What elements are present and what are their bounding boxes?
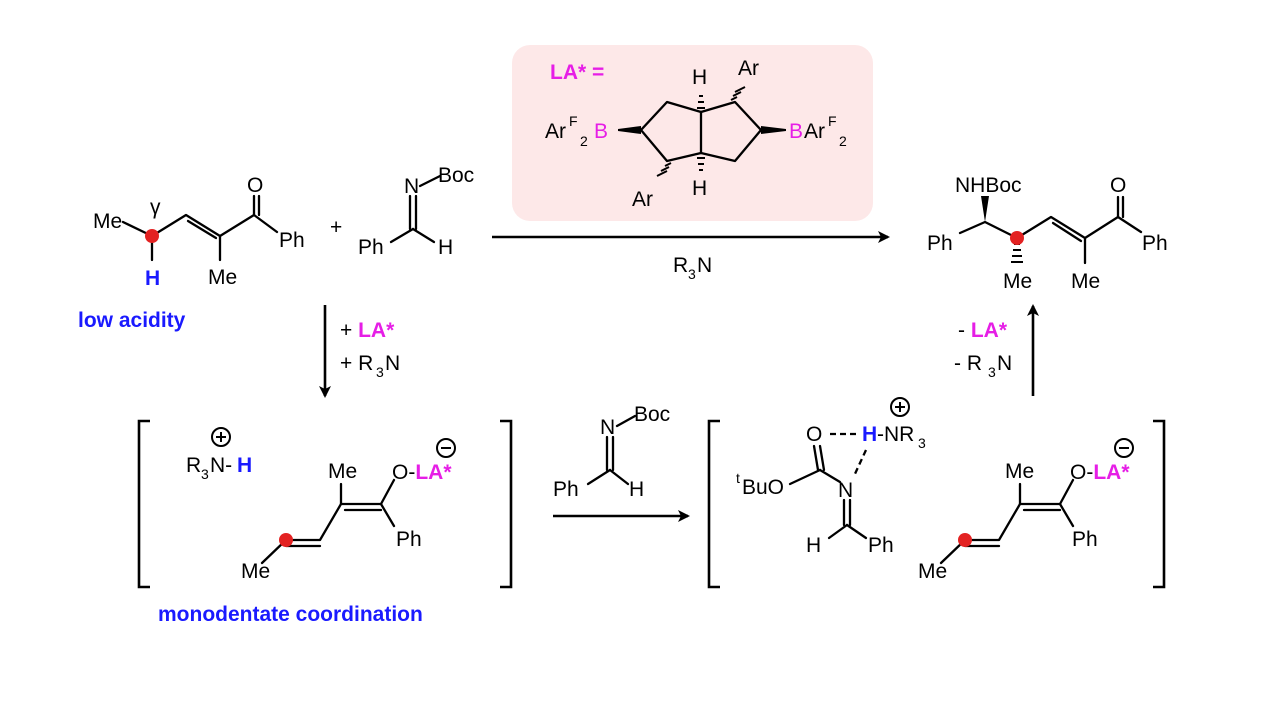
substrate-me: Me — [93, 210, 122, 233]
svg-text:Me: Me — [918, 560, 947, 583]
bracket-right-1 — [500, 419, 513, 589]
svg-text:O-LA*: O-LA* — [1070, 461, 1130, 484]
svg-text:Ph: Ph — [868, 534, 894, 557]
catalyst-ar-top: Ar — [738, 57, 759, 80]
ammonium: R 3 N- H — [186, 427, 252, 482]
svg-text:B: B — [594, 120, 608, 143]
imine-reagent-2: N Boc Ph H — [553, 403, 670, 501]
bracket-right-2 — [1153, 419, 1166, 589]
svg-text:O: O — [806, 423, 822, 446]
substrate-carbonyl-o: O — [247, 174, 263, 197]
svg-text:+ R: + R — [340, 352, 373, 375]
bicyclooctane-skeleton — [618, 86, 786, 177]
imine-ph: Ph — [358, 236, 384, 259]
intermediate-2: O H -NR 3 t BuO N H Ph Me O-LA* Ph Me — [707, 397, 1166, 589]
intermediate-1: R 3 N- H Me O-LA* Ph Me monodentate coor… — [137, 419, 513, 626]
svg-text:Boc: Boc — [634, 403, 670, 426]
substrate-enone: Me γ H O Ph Me low acidity — [78, 174, 305, 332]
low-acidity-note: low acidity — [78, 309, 186, 332]
product-ph-left: Ph — [927, 232, 953, 255]
product-me-2: Me — [1071, 270, 1100, 293]
catalyst-box — [512, 45, 873, 221]
gamma-carbon-dot — [279, 533, 293, 547]
substrate-ph: Ph — [279, 229, 305, 252]
svg-text:Ph: Ph — [1072, 528, 1098, 551]
minus-charge-icon — [436, 438, 456, 458]
imine-boc: Boc — [438, 164, 474, 187]
plus-sign: + — [330, 216, 342, 239]
imine-n: N — [404, 175, 419, 198]
svg-text:N: N — [838, 479, 853, 502]
catalyst-h-top: H — [692, 66, 707, 89]
svg-text:H: H — [629, 478, 644, 501]
svg-text:t: t — [736, 470, 740, 486]
plus-charge-icon — [890, 397, 910, 417]
gamma-carbon-dot — [958, 533, 972, 547]
svg-text:R: R — [673, 254, 688, 277]
boron-left-group: Ar F 2 B — [545, 113, 608, 149]
svg-text:2: 2 — [580, 133, 588, 149]
product-nhboc: NHBoc — [955, 174, 1022, 197]
svg-text:Me: Me — [1005, 460, 1034, 483]
bracket-left-2 — [707, 419, 720, 589]
svg-text:Ar: Ar — [804, 120, 825, 143]
bracket-left-1 — [137, 419, 150, 589]
svg-text:Me: Me — [241, 560, 270, 583]
down-arrow-reagents: + LA* + R 3 N — [340, 319, 400, 380]
gamma-label: γ — [150, 196, 161, 219]
svg-text:Ar: Ar — [545, 120, 566, 143]
svg-text:- R: - R — [954, 352, 982, 375]
svg-text:R: R — [186, 454, 201, 477]
svg-text:B: B — [789, 120, 803, 143]
monodentate-note: monodentate coordination — [158, 603, 423, 626]
svg-text:N: N — [697, 254, 712, 277]
product: NHBoc O Ph Ph Me Me — [927, 174, 1168, 293]
product-me-1: Me — [1003, 270, 1032, 293]
catalyst-h-bottom: H — [692, 177, 707, 200]
svg-text:H: H — [862, 423, 877, 446]
substrate-me-alpha: Me — [208, 266, 237, 289]
svg-text:Ph: Ph — [396, 528, 422, 551]
svg-text:3: 3 — [201, 466, 209, 482]
main-arrow-reagent: R 3 N — [673, 254, 712, 282]
svg-text:N: N — [997, 352, 1012, 375]
svg-text:- LA*: - LA* — [958, 319, 1008, 342]
dienolate-1: Me O-LA* Ph Me — [241, 438, 456, 583]
catalyst-label: LA* = — [550, 61, 604, 84]
acidic-h: H — [145, 267, 160, 290]
svg-text:-NR: -NR — [877, 423, 914, 446]
svg-text:BuO: BuO — [742, 476, 784, 499]
gamma-carbon-dot — [145, 229, 159, 243]
svg-text:+ LA*: + LA* — [340, 319, 395, 342]
svg-text:Me: Me — [328, 460, 357, 483]
imine-h: H — [438, 236, 453, 259]
svg-text:3: 3 — [988, 364, 996, 380]
svg-text:2: 2 — [839, 133, 847, 149]
product-o: O — [1110, 174, 1126, 197]
svg-text:N: N — [600, 416, 615, 439]
imine-reagent: N Boc Ph H — [358, 164, 474, 259]
svg-text:H: H — [806, 534, 821, 557]
svg-text:3: 3 — [688, 266, 696, 282]
catalyst-definition: LA* = — [512, 45, 873, 221]
svg-text:F: F — [828, 113, 837, 129]
svg-text:3: 3 — [918, 435, 926, 451]
svg-text:H: H — [237, 454, 252, 477]
svg-text:F: F — [569, 113, 578, 129]
svg-text:N-: N- — [210, 454, 232, 477]
product-ph-right: Ph — [1142, 232, 1168, 255]
carbamate-complex: O H -NR 3 t BuO N H Ph — [736, 397, 926, 557]
minus-charge-icon — [1114, 438, 1134, 458]
product-stereocenter-dot — [1010, 231, 1024, 245]
svg-text:3: 3 — [376, 364, 384, 380]
boron-right-group: B Ar F 2 — [789, 113, 847, 149]
svg-text:Ph: Ph — [553, 478, 579, 501]
svg-text:N: N — [385, 352, 400, 375]
svg-text:O-LA*: O-LA* — [392, 461, 452, 484]
plus-charge-icon — [211, 427, 231, 447]
dienolate-2: Me O-LA* Ph Me — [918, 438, 1134, 583]
up-arrow-reagents: - LA* - R 3 N — [954, 319, 1012, 380]
catalyst-ar-bottom: Ar — [632, 188, 653, 211]
